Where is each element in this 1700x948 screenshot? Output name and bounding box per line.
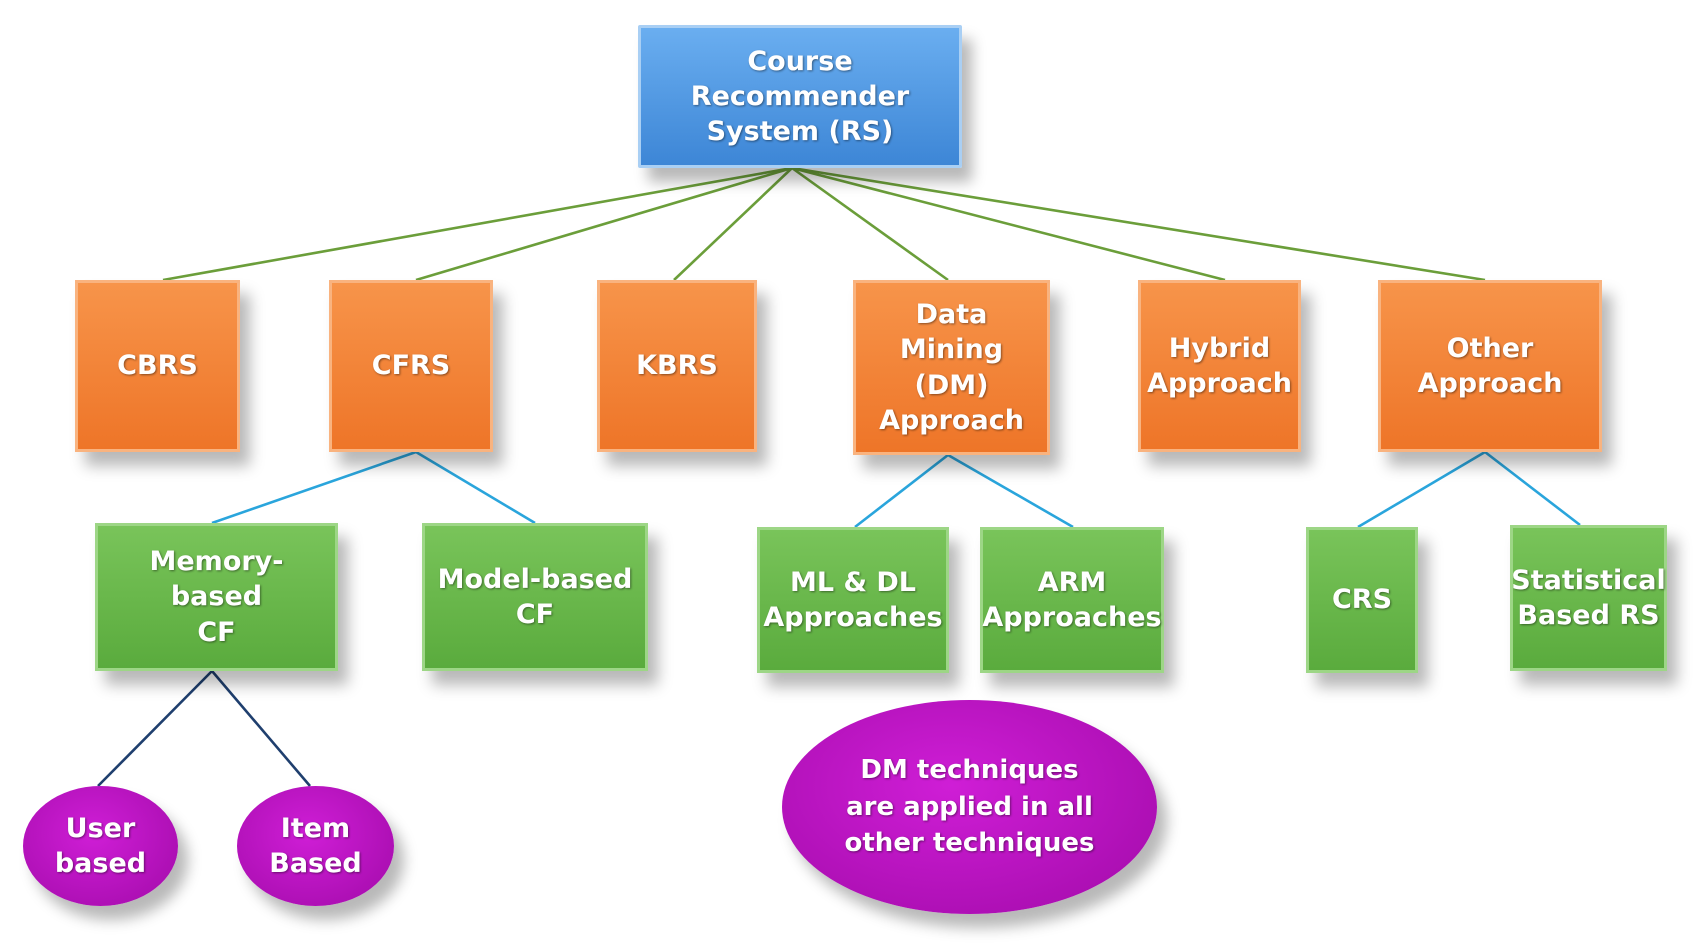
arm-approaches-node: ARM Approaches: [980, 527, 1164, 673]
kbrs-node: KBRS: [597, 280, 757, 452]
edge-root-cfrs: [415, 166, 793, 282]
cbrs-label: CBRS: [117, 350, 198, 382]
edge-other-statistical: [1484, 450, 1581, 527]
edge-dm-mldl: [854, 453, 949, 529]
dm-approach-label: Data Mining (DM) Approach: [879, 299, 1024, 436]
edge-root-dm: [791, 166, 949, 282]
crs-node: CRS: [1306, 527, 1418, 673]
cbrs-node: CBRS: [75, 280, 240, 452]
kbrs-label: KBRS: [636, 350, 718, 382]
edge-other-crs: [1357, 450, 1486, 529]
hybrid-approach-node: Hybrid Approach: [1138, 280, 1301, 452]
dm-approach-node: Data Mining (DM) Approach: [853, 280, 1050, 455]
hybrid-approach-label: Hybrid Approach: [1147, 332, 1292, 399]
edge-dm-arm: [947, 453, 1074, 529]
item-based-node: Item Based: [237, 786, 394, 906]
root-label: Course Recommender System (RS): [690, 45, 910, 148]
other-approach-node: Other Approach: [1378, 280, 1602, 452]
statistical-based-rs-label: Statistical Based RS: [1511, 564, 1666, 631]
cfrs-node: CFRS: [329, 280, 493, 452]
edge-root-other: [791, 166, 1486, 282]
edge-memory-user: [97, 670, 213, 787]
other-approach-label: Other Approach: [1417, 332, 1563, 399]
arm-approaches-label: ARM Approaches: [982, 566, 1162, 633]
model-based-cf-node: Model-based CF: [422, 523, 648, 671]
edge-root-kbrs: [673, 167, 793, 281]
item-based-label: Item Based: [269, 812, 362, 879]
root-node: Course Recommender System (RS): [638, 25, 962, 168]
edge-root-hybrid: [791, 166, 1226, 282]
dm-techniques-note-label: DM techniques are applied in all other t…: [844, 755, 1095, 859]
edge-cfrs-memory: [211, 450, 417, 525]
user-based-label: User based: [54, 812, 147, 879]
user-based-node: User based: [23, 786, 178, 906]
crs-label: CRS: [1331, 584, 1393, 616]
ml-dl-approaches-node: ML & DL Approaches: [757, 527, 949, 673]
edge-root-cbrs: [162, 166, 793, 282]
ml-dl-approaches-label: ML & DL Approaches: [763, 566, 943, 633]
edge-memory-item: [211, 670, 311, 787]
cfrs-label: CFRS: [371, 350, 451, 382]
memory-based-cf-label: Memory-based CF: [149, 546, 284, 648]
model-based-cf-label: Model-based CF: [437, 563, 633, 630]
memory-based-cf-node: Memory-based CF: [95, 523, 338, 671]
statistical-based-rs-node: Statistical Based RS: [1510, 525, 1667, 671]
edge-cfrs-model: [415, 450, 536, 525]
dm-techniques-note: DM techniques are applied in all other t…: [782, 700, 1157, 914]
